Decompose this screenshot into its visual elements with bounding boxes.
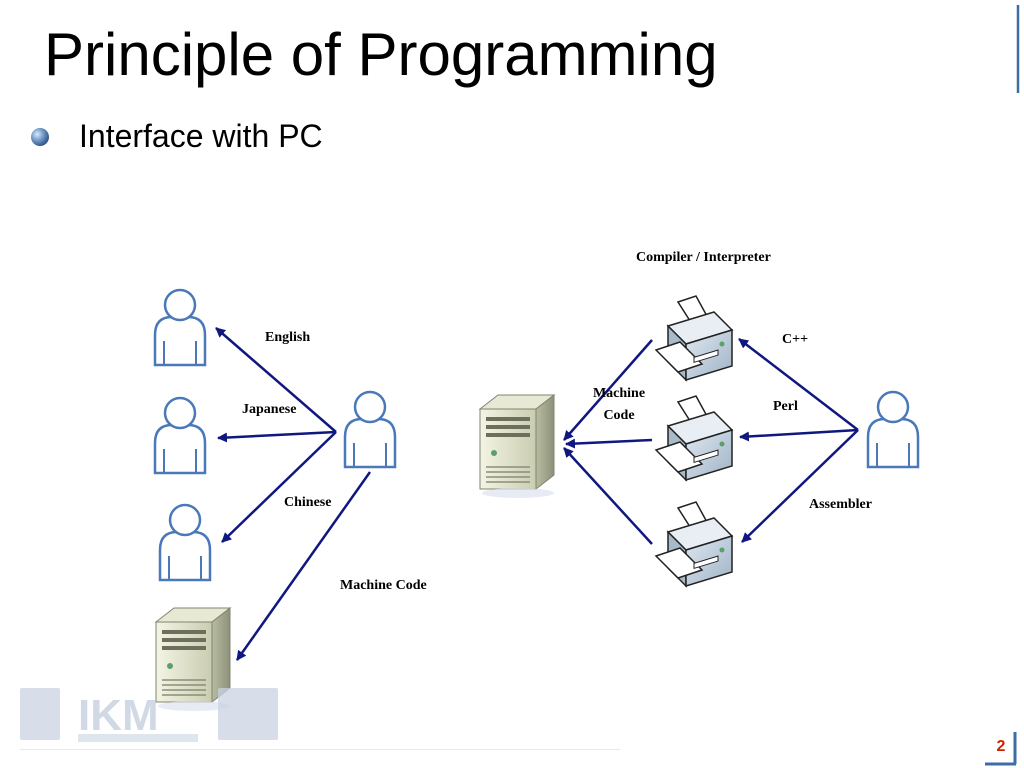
compiler-icon-assembler <box>655 501 733 587</box>
sphere-bullet-icon <box>31 127 49 146</box>
person-icon-programmer <box>866 390 920 469</box>
arrow-to-perl <box>739 428 859 442</box>
person-icon-chinese <box>158 503 212 582</box>
label-machine-code-right-line2: Code <box>603 408 634 423</box>
logo-text: IKM <box>78 691 159 740</box>
arrow-to-assembler <box>741 429 859 543</box>
label-machine-code-right-line1: Machine <box>593 386 645 401</box>
arrow-assembler-to-server <box>563 447 653 545</box>
title-frame <box>10 3 1020 95</box>
arrow-cpp-to-server <box>563 339 653 441</box>
compiler-icon-perl <box>655 395 733 481</box>
label-cpp: C++ <box>782 332 808 347</box>
label-perl: Perl <box>773 399 798 414</box>
label-compiler-interpreter: Compiler / Interpreter <box>636 250 771 265</box>
compiler-icon-cpp <box>655 295 733 381</box>
label-chinese: Chinese <box>284 495 331 510</box>
server-icon-right <box>479 394 555 499</box>
arrow-to-english <box>215 327 337 433</box>
page-number-frame <box>985 732 1017 766</box>
arrow-to-left-server <box>235 471 372 661</box>
slide-title: Principle of Programming <box>44 21 718 88</box>
bullet-text: Interface with PC <box>79 118 323 154</box>
label-english: English <box>265 330 310 345</box>
ikm-logo: IKM <box>20 688 278 742</box>
label-japanese: Japanese <box>242 402 296 417</box>
footer-line <box>20 749 620 750</box>
person-icon-speaker <box>343 390 397 469</box>
arrow-to-japanese <box>217 430 337 443</box>
bullet-item: Interface with PC <box>28 118 323 155</box>
page-number: 2 <box>996 738 1006 755</box>
person-icon-japanese <box>153 396 207 475</box>
arrow-perl-to-server <box>565 438 653 449</box>
arrow-to-chinese <box>221 431 337 543</box>
person-icon-english <box>153 288 207 367</box>
label-assembler: Assembler <box>809 497 872 512</box>
arrow-to-cpp <box>738 338 859 431</box>
label-machine-code-left: Machine Code <box>340 578 427 593</box>
